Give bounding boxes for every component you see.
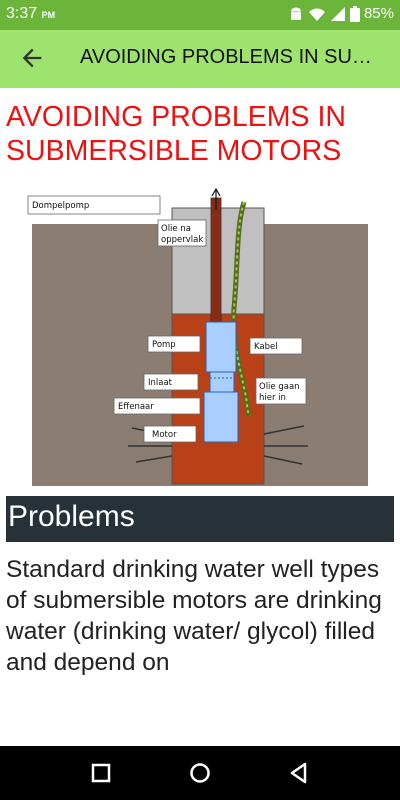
article-paragraph: Standard drinking water well types of su… bbox=[6, 556, 382, 676]
label-pomp-text: Pomp bbox=[152, 340, 176, 350]
label-inlaat-text: Inlaat bbox=[148, 378, 173, 388]
clock: 3:37 PM bbox=[6, 5, 55, 23]
label-motor-text: Motor bbox=[152, 430, 177, 440]
label-olie-na-text: Olie na bbox=[161, 224, 191, 234]
signal-icon bbox=[330, 6, 345, 21]
wifi-icon bbox=[308, 8, 325, 21]
motor-body bbox=[203, 391, 239, 443]
recent-apps-icon[interactable] bbox=[88, 760, 114, 786]
label-kabel: Kabel bbox=[249, 337, 303, 355]
label-oppervlak-text: oppervlak bbox=[161, 235, 203, 245]
label-hier-in-text: hier in bbox=[259, 393, 286, 403]
section-title: Problems bbox=[8, 500, 135, 533]
pump-intake bbox=[209, 371, 235, 393]
label-effenaar-text: Effenaar bbox=[118, 402, 154, 412]
label-inlaat: Inlaat bbox=[143, 373, 199, 391]
battery-icon bbox=[349, 5, 360, 22]
riser-pipe bbox=[210, 197, 222, 324]
pump-diagram: Dompelpomp Olie na oppervlak Pomp Kabel … bbox=[6, 188, 394, 493]
pump-body bbox=[205, 321, 237, 373]
label-olie-gaan-text: Olie gaan bbox=[259, 382, 300, 392]
article-content[interactable]: AVOIDING PROBLEMS IN SUBMERSIBLE MOTORS bbox=[0, 88, 400, 746]
system-nav-bar bbox=[0, 746, 400, 800]
label-kabel-text: Kabel bbox=[254, 342, 278, 352]
status-icons: 85% bbox=[288, 5, 394, 22]
clock-ampm: PM bbox=[41, 10, 56, 20]
status-bar: 3:37 PM 85% bbox=[0, 0, 400, 30]
arrow-back-icon[interactable] bbox=[18, 44, 46, 72]
label-pomp: Pomp bbox=[147, 335, 201, 353]
label-motor: Motor bbox=[143, 425, 197, 443]
ground-cracks bbox=[128, 425, 308, 465]
label-olie-na: Olie na oppervlak bbox=[157, 219, 207, 247]
label-dompelpomp: Dompelpomp bbox=[27, 195, 161, 215]
android-icon bbox=[290, 7, 301, 20]
home-icon[interactable] bbox=[187, 760, 213, 786]
battery-level: 85% bbox=[363, 5, 394, 22]
app-toolbar: AVOIDING PROBLEMS IN SU… bbox=[0, 30, 400, 88]
label-dompelpomp-text: Dompelpomp bbox=[32, 201, 89, 211]
toolbar-title: AVOIDING PROBLEMS IN SU… bbox=[80, 46, 372, 68]
back-triangle-icon[interactable] bbox=[286, 760, 312, 786]
label-olie-gaan: Olie gaan hier in bbox=[255, 377, 307, 405]
section-header: Problems bbox=[6, 496, 394, 542]
article-heading: AVOIDING PROBLEMS IN SUBMERSIBLE MOTORS bbox=[6, 101, 346, 167]
clock-time: 3:37 bbox=[6, 5, 38, 22]
label-effenaar: Effenaar bbox=[113, 397, 201, 415]
